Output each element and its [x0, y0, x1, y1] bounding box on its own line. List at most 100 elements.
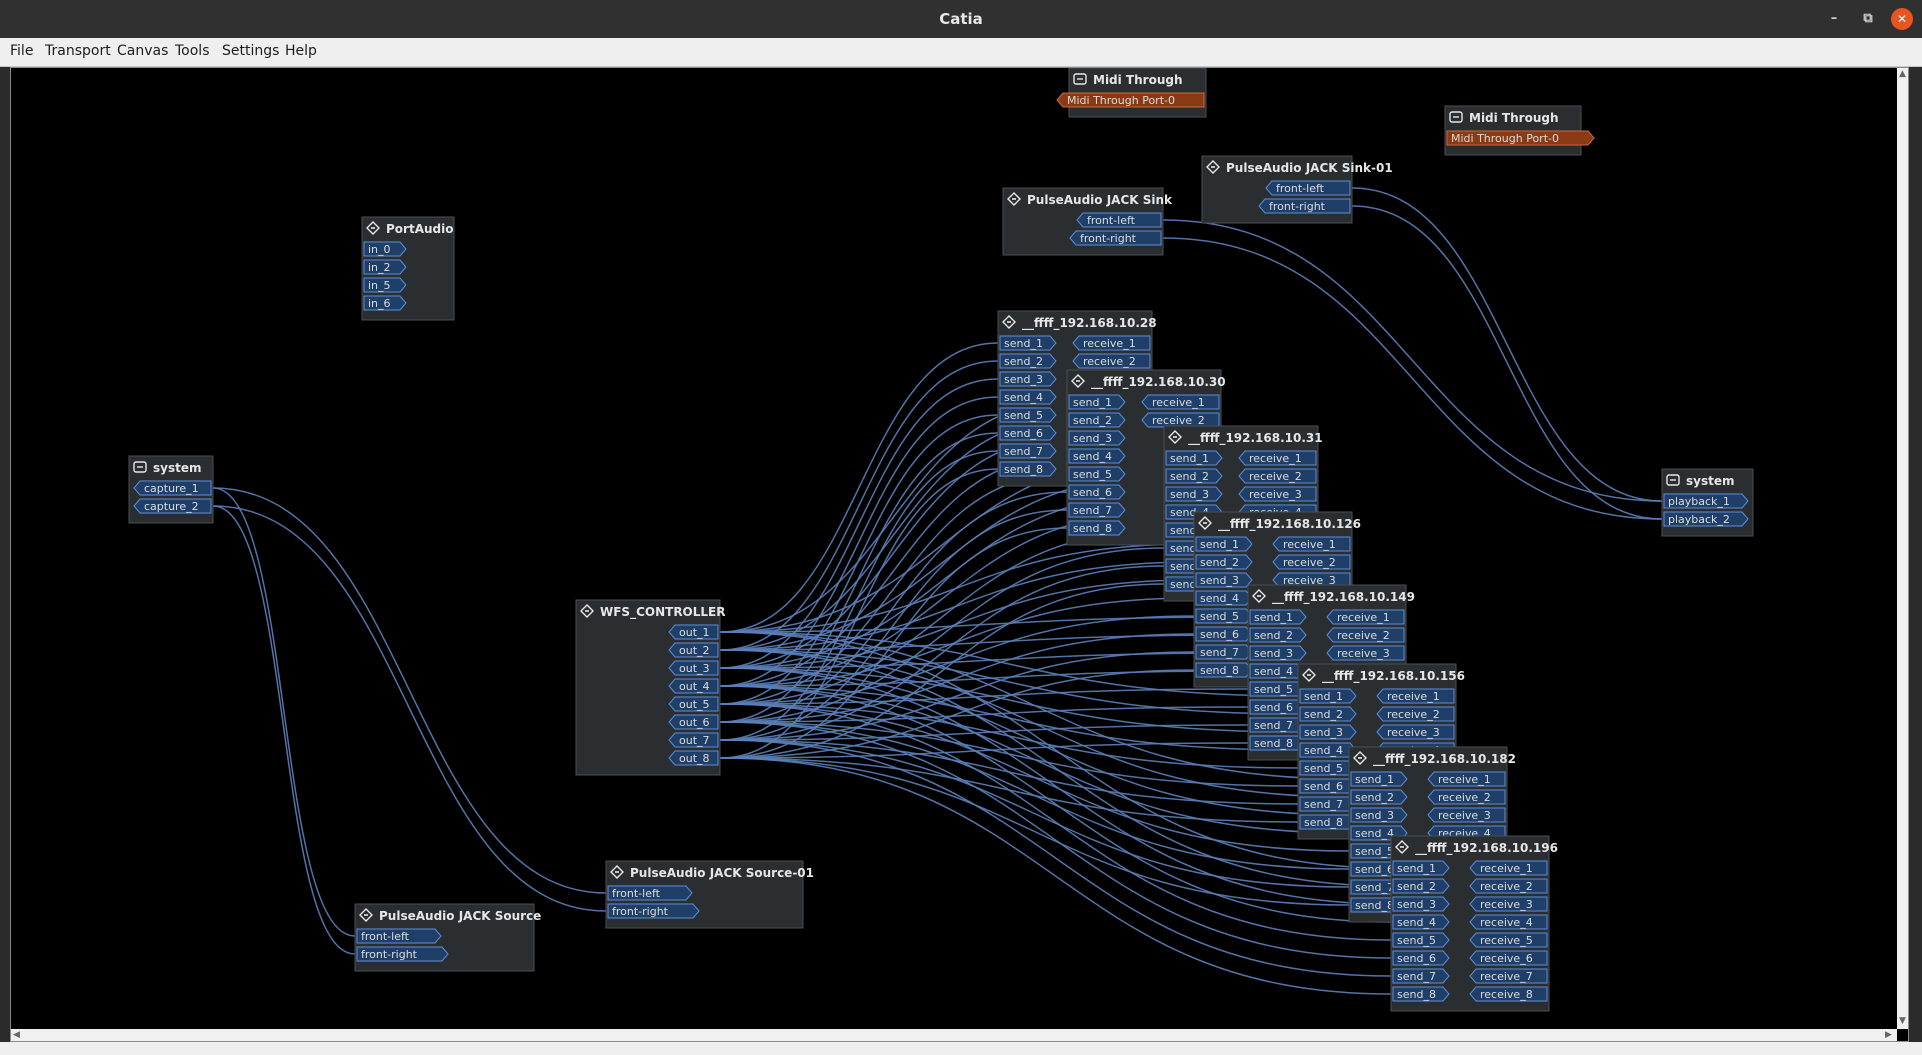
port-in-send_3[interactable]: send_3: [1392, 896, 1450, 912]
box-pasink[interactable]: PulseAudio JACK Sinkfront-leftfront-righ…: [1002, 187, 1173, 256]
port-in-front-right[interactable]: front-right: [607, 903, 700, 919]
menu-transport[interactable]: Transport: [45, 43, 111, 59]
port-in-in_6[interactable]: in_6: [363, 295, 407, 311]
port-out-receive_1[interactable]: receive_1: [1469, 860, 1548, 876]
connection-wire[interactable]: [719, 757, 1350, 906]
port-in-send_7[interactable]: send_7: [999, 443, 1057, 459]
connection-wire[interactable]: [719, 634, 1249, 651]
port-out-receive_1[interactable]: receive_1: [1376, 688, 1455, 704]
port-out-receive_2[interactable]: receive_2: [1141, 412, 1220, 428]
connection-wire[interactable]: [212, 487, 607, 894]
port-in-front-right[interactable]: front-right: [356, 946, 449, 962]
port-in-send_3[interactable]: send_3: [1350, 807, 1408, 823]
connection-wire[interactable]: [719, 543, 1195, 633]
port-out-receive_1[interactable]: receive_1: [1326, 609, 1405, 625]
port-out-receive_1[interactable]: receive_1: [1072, 335, 1151, 351]
box-pasrc[interactable]: PulseAudio JACK Sourcefront-leftfront-ri…: [354, 903, 541, 972]
port-in-send_6[interactable]: send_6: [1299, 778, 1357, 794]
port-out-receive_3[interactable]: receive_3: [1427, 807, 1506, 823]
port-in-send_4[interactable]: send_4: [1195, 590, 1253, 606]
connection-wire[interactable]: [719, 667, 1350, 816]
menu-help[interactable]: Help: [285, 43, 317, 59]
port-out-receive_6[interactable]: receive_6: [1469, 950, 1548, 966]
port-out-receive_2[interactable]: receive_2: [1272, 554, 1351, 570]
port-out-receive_2[interactable]: receive_2: [1376, 706, 1455, 722]
horizontal-scrollbar[interactable]: ◀ ▶: [11, 1029, 1897, 1041]
port-out-out_1[interactable]: out_1: [668, 624, 719, 640]
port-in-send_3[interactable]: send_3: [1068, 430, 1126, 446]
port-in-send_8[interactable]: send_8: [1195, 662, 1253, 678]
port-in-playback_1[interactable]: playback_1: [1663, 493, 1749, 509]
port-in-send_2[interactable]: send_2: [1299, 706, 1357, 722]
connection-wire[interactable]: [719, 703, 1350, 852]
connection-wire[interactable]: [719, 739, 1350, 888]
port-in-send_8[interactable]: send_8: [1392, 986, 1450, 1002]
port-out-front-right[interactable]: front-right: [1258, 198, 1351, 214]
port-in-send_2[interactable]: send_2: [1350, 789, 1408, 805]
connection-wire[interactable]: [212, 505, 607, 912]
box-pasink01[interactable]: PulseAudio JACK Sink-01front-leftfront-r…: [1201, 155, 1393, 224]
connection-wire[interactable]: [719, 631, 1392, 869]
port-out-capture_2[interactable]: capture_2: [133, 498, 212, 514]
connection-wire[interactable]: [1351, 205, 1663, 520]
port-in-send_8[interactable]: send_8: [999, 461, 1057, 477]
port-in-send_4[interactable]: send_4: [1249, 663, 1307, 679]
port-in-send_1[interactable]: send_1: [1392, 860, 1450, 876]
connection-wire[interactable]: [719, 649, 1392, 887]
connection-wire[interactable]: [719, 739, 1392, 977]
port-out-out_5[interactable]: out_5: [668, 696, 719, 712]
connection-wire[interactable]: [719, 561, 1195, 651]
port-out-receive_1[interactable]: receive_1: [1141, 394, 1220, 410]
port-out-receive_3[interactable]: receive_3: [1326, 645, 1405, 661]
connection-wire[interactable]: [719, 616, 1249, 633]
connection-wire[interactable]: [719, 597, 1195, 687]
port-in-send_2[interactable]: send_2: [1249, 627, 1307, 643]
port-in-in_0[interactable]: in_0: [363, 241, 407, 257]
connection-wire[interactable]: [212, 487, 356, 937]
connection-wire[interactable]: [719, 651, 1195, 741]
port-out-receive_1[interactable]: receive_1: [1272, 536, 1351, 552]
port-in-send_5[interactable]: send_5: [1392, 932, 1450, 948]
menu-settings[interactable]: Settings: [222, 43, 280, 59]
port-out-receive_3[interactable]: receive_3: [1238, 486, 1317, 502]
port-out-out_2[interactable]: out_2: [668, 642, 719, 658]
port-in-send_5[interactable]: send_5: [1195, 608, 1253, 624]
port-in-in_5[interactable]: in_5: [363, 277, 407, 293]
port-in-send_2[interactable]: send_2: [1195, 554, 1253, 570]
port-out-receive_1[interactable]: receive_1: [1238, 450, 1317, 466]
port-out-receive_2[interactable]: receive_2: [1072, 353, 1151, 369]
port-out-receive_2[interactable]: receive_2: [1427, 789, 1506, 805]
port-out-capture_1[interactable]: capture_1: [133, 480, 212, 496]
box-wfs[interactable]: WFS_CONTROLLERout_1out_2out_3out_4out_5o…: [575, 599, 725, 776]
connection-wire[interactable]: [719, 757, 1392, 995]
port-in-send_3[interactable]: send_3: [1195, 572, 1253, 588]
connection-wire[interactable]: [719, 547, 1165, 723]
port-in-send_2[interactable]: send_2: [1165, 468, 1223, 484]
connection-wire[interactable]: [719, 685, 1350, 834]
port-in-front-left[interactable]: front-left: [607, 885, 693, 901]
connection-wire[interactable]: [719, 669, 1195, 759]
connection-wire[interactable]: [719, 342, 999, 633]
port-in-send_6[interactable]: send_6: [1068, 484, 1126, 500]
port-in-send_7[interactable]: send_7: [1249, 717, 1307, 733]
port-in-in_2[interactable]: in_2: [363, 259, 407, 275]
menu-tools[interactable]: Tools: [175, 43, 210, 59]
port-in-send_4[interactable]: send_4: [1068, 448, 1126, 464]
connection-wire[interactable]: [719, 583, 1165, 759]
connection-wire[interactable]: [1162, 219, 1663, 502]
port-out-front-left[interactable]: front-left: [1076, 212, 1162, 228]
port-in-send_5[interactable]: send_5: [999, 407, 1057, 423]
port-out-receive_2[interactable]: receive_2: [1238, 468, 1317, 484]
port-out-out_7[interactable]: out_7: [668, 732, 719, 748]
scroll-up-icon[interactable]: ▲: [1899, 69, 1906, 79]
port-in-send_7[interactable]: send_7: [1392, 968, 1450, 984]
menu-file[interactable]: File: [10, 43, 34, 59]
port-out-Midi Through Port-0[interactable]: Midi Through Port-0: [1056, 92, 1205, 108]
close-icon[interactable]: ✕: [1891, 8, 1913, 30]
port-in-send_7[interactable]: send_7: [1299, 796, 1357, 812]
connection-wire[interactable]: [719, 633, 1195, 723]
port-out-receive_3[interactable]: receive_3: [1376, 724, 1455, 740]
